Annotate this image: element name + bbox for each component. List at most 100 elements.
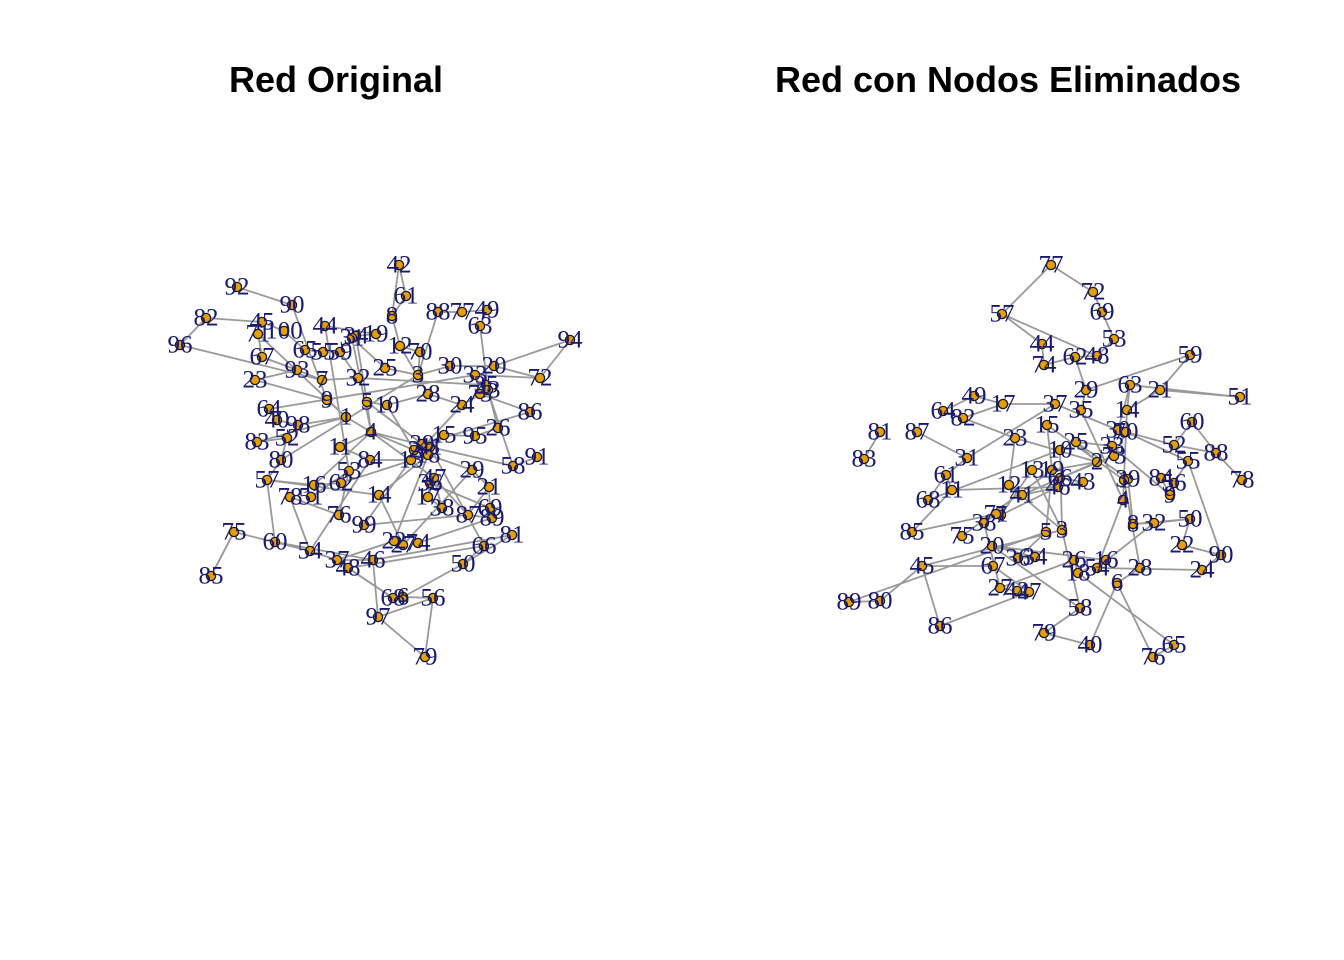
node-67	[256, 351, 268, 363]
node-32	[352, 372, 364, 384]
node-97	[372, 611, 384, 623]
node-label-90: 90	[280, 292, 305, 319]
edge-38-27	[983, 522, 1001, 589]
node-label-68: 68	[916, 487, 941, 514]
edge-3-58	[1061, 529, 1081, 609]
node-label-52: 52	[1162, 432, 1187, 459]
edge-4-54	[1096, 499, 1124, 569]
node-label-53: 53	[337, 458, 362, 485]
node-label-71: 71	[984, 501, 1009, 528]
node-53	[1108, 333, 1120, 345]
edge-82-45	[205, 317, 263, 323]
node-10	[1054, 444, 1066, 456]
node-label-49: 49	[475, 297, 500, 324]
edge-63-43	[479, 325, 489, 391]
node-44	[1036, 338, 1048, 350]
node-34	[1029, 551, 1041, 563]
node-62	[335, 477, 347, 489]
node-53	[343, 465, 355, 477]
node-label-43: 43	[476, 377, 501, 404]
node-label-98: 98	[286, 412, 311, 439]
node-50	[457, 558, 469, 570]
node-label-95: 95	[463, 423, 488, 450]
node-label-15: 15	[432, 422, 457, 449]
node-10	[381, 399, 393, 411]
edge-77-72	[1050, 264, 1094, 293]
node-label-18: 18	[1066, 560, 1091, 587]
edge-10-2	[386, 404, 415, 451]
edge-20-72	[493, 365, 541, 379]
edge-49-64	[942, 395, 975, 412]
edge-55-70	[1125, 431, 1189, 462]
node-88	[432, 306, 444, 318]
node-label-33: 33	[463, 362, 488, 389]
node-label-59: 59	[328, 339, 353, 366]
edge-20-16	[991, 545, 1107, 561]
node-label-1: 1	[340, 404, 353, 431]
node-label-13: 13	[1020, 457, 1045, 484]
node-70	[414, 346, 426, 358]
node-label-97: 97	[366, 604, 391, 631]
node-label-77: 77	[450, 299, 475, 326]
edge-60-46	[274, 541, 374, 561]
node-label-72: 72	[1081, 279, 1106, 306]
edge-19-5	[1045, 469, 1053, 533]
edge-42-8	[391, 264, 400, 317]
node-label-64: 64	[931, 398, 957, 425]
node-label-17: 17	[991, 391, 1016, 418]
node-48	[342, 562, 354, 574]
node-label-43: 43	[1071, 469, 1096, 496]
node-48	[1091, 350, 1103, 362]
node-49	[481, 304, 493, 316]
node-label-70: 70	[408, 339, 433, 366]
edge-83-1	[256, 416, 347, 443]
node-label-76: 76	[1141, 644, 1166, 671]
node-99	[358, 519, 370, 531]
node-4	[365, 426, 377, 438]
edge-13-24	[410, 404, 463, 461]
node-label-58: 58	[1068, 595, 1093, 622]
node-89	[486, 512, 498, 524]
node-label-21: 21	[477, 474, 502, 501]
node-16	[1100, 554, 1112, 566]
node-6	[1111, 577, 1123, 589]
node-label-41: 41	[1010, 482, 1035, 509]
node-label-26: 26	[1062, 547, 1087, 574]
node-label-81: 81	[500, 522, 525, 549]
edge-47-4	[370, 431, 435, 479]
node-50	[1184, 513, 1196, 525]
node-label-48: 48	[336, 555, 361, 582]
node-70	[1120, 426, 1132, 438]
node-31	[346, 332, 358, 344]
edge-34-5	[355, 335, 368, 403]
node-label-57: 57	[990, 301, 1015, 328]
edge-33-9	[1111, 445, 1171, 496]
node-label-78: 78	[278, 484, 303, 511]
node-56	[1168, 477, 1180, 489]
node-29	[1080, 384, 1092, 396]
node-label-59: 59	[1178, 342, 1203, 369]
node-59	[1184, 349, 1196, 361]
edge-4-2	[370, 431, 415, 451]
node-59	[334, 346, 346, 358]
node-label-35: 35	[1069, 397, 1094, 424]
node-label-10: 10	[1048, 437, 1073, 464]
node-label-9: 9	[1164, 482, 1177, 509]
edge-37-30	[1054, 403, 1119, 431]
node-label-18: 18	[416, 442, 441, 469]
node-47	[428, 472, 440, 484]
node-label-84: 84	[1149, 465, 1175, 492]
node-60	[269, 536, 281, 548]
panel-title: Red Original	[228, 59, 444, 100]
node-label-72: 72	[528, 365, 553, 392]
edge-25-3	[384, 367, 419, 376]
edge-76-78	[289, 496, 340, 516]
node-label-81: 81	[868, 419, 893, 446]
node-63	[1124, 379, 1136, 391]
node-label-42: 42	[387, 252, 412, 279]
edge-71-1	[257, 333, 347, 418]
edge-28-24	[427, 393, 463, 406]
node-label-37: 37	[325, 547, 350, 574]
node-92	[231, 281, 243, 293]
edge-87-21	[467, 486, 490, 516]
